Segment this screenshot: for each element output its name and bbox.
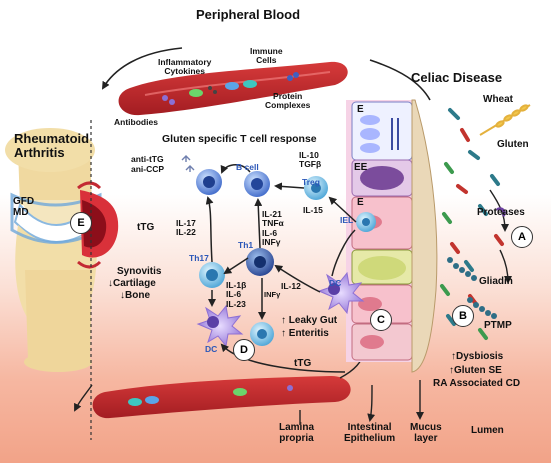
blood-vessel-top: [118, 61, 348, 116]
ra-associated-cd-label: RA Associated CD: [433, 378, 521, 389]
marker-d: D: [233, 339, 255, 361]
marker-b: B: [452, 305, 474, 327]
proteases-label: Proteases: [477, 207, 525, 218]
peripheral-blood-title: Peripheral Blood: [196, 7, 301, 22]
dc-left-label: DC: [205, 344, 218, 354]
iel-label: IEL: [340, 215, 354, 225]
infg-label: INFγ: [264, 290, 281, 299]
mucus-layer: [411, 99, 438, 373]
antibodies-label: Antibodies: [114, 117, 158, 127]
marker-a: A: [511, 226, 533, 248]
il10-tgfb-label: IL-10 TGFβ: [299, 150, 322, 170]
e-mid-label: E: [357, 197, 364, 208]
il17-il22-label: IL-17 IL-22: [176, 218, 196, 238]
gliadin-label: Gliadin: [479, 276, 513, 287]
dysbiosis-label: ↑Dysbiosis: [451, 351, 504, 362]
ttg-bottom-label: tTG: [294, 358, 312, 369]
blood-vessel-bottom: [92, 375, 351, 419]
wheat-label: Wheat: [483, 94, 513, 105]
e-top-label: E: [357, 104, 364, 115]
il21-cytokines-label: IL-21 TNFα IL-6 INFγ: [262, 209, 284, 248]
ptmp-label: PTMP: [484, 320, 512, 331]
immune-cells: [196, 169, 376, 346]
mucus-layer-label: Mucus layer: [410, 422, 442, 444]
joint-illustration: [5, 128, 119, 372]
ptmp-chain-icon: [467, 297, 497, 319]
inflammatory-cytokines-label: Inflammatory Cytokines: [158, 57, 212, 77]
dc-right-label: DC: [329, 278, 342, 288]
il15-label: IL-15: [303, 205, 323, 215]
enteritis-label: ↑ Enteritis: [281, 328, 329, 339]
protein-complexes-label: Protein Complexes: [265, 91, 311, 111]
b-cell-label: B cell: [236, 162, 259, 172]
marker-c: C: [370, 309, 392, 331]
lumen-particles: [440, 108, 504, 340]
th1-label: Th1: [238, 240, 254, 250]
cartilage-label: ↓Cartilage: [108, 278, 156, 289]
gluten-response-title: Gluten specific T cell response: [162, 133, 317, 145]
il1-cytokines-label: IL-1β IL-6 IL-23: [226, 280, 247, 309]
gfd-md-label: GFD MD: [13, 196, 35, 218]
gluten-se-label: ↑Gluten SE: [449, 365, 502, 376]
il12-label: IL-12: [281, 281, 301, 291]
bottom-label-arrows: [299, 379, 424, 425]
lumen-label: Lumen: [471, 425, 504, 436]
gluten-label: Gluten: [497, 139, 529, 150]
dendritic-cells: [196, 271, 365, 348]
th17-label: Th17: [189, 253, 209, 263]
ee-label: EE: [354, 162, 368, 173]
pathway-arrows: [205, 164, 357, 373]
intestinal-epithelium-label: Intestinal Epithelium: [344, 422, 396, 444]
synovitis-label: Synovitis: [117, 266, 162, 277]
ani-ccp-label: ani-CCP: [131, 164, 165, 174]
anti-ttg-label: anti-tTG: [131, 154, 164, 164]
celiac-disease-title: Celiac Disease: [411, 70, 503, 85]
leaky-gut-label: ↑ Leaky Gut: [281, 315, 338, 326]
bone-label: ↓Bone: [120, 290, 150, 301]
marker-e-joint: E: [70, 212, 92, 234]
ttg-joint-label: tTG: [137, 222, 155, 233]
antibody-icons: [181, 155, 195, 172]
gliadin-chain-icon: [447, 257, 477, 281]
lamina-propria-label: Lamina propria: [279, 422, 315, 444]
rheumatoid-arthritis-title: Rheumatoid Arthritis: [14, 131, 90, 161]
wheat-icon: [479, 104, 531, 136]
immune-cells-label: Immune Cells: [250, 46, 283, 66]
treg-label: Treg: [302, 177, 320, 187]
